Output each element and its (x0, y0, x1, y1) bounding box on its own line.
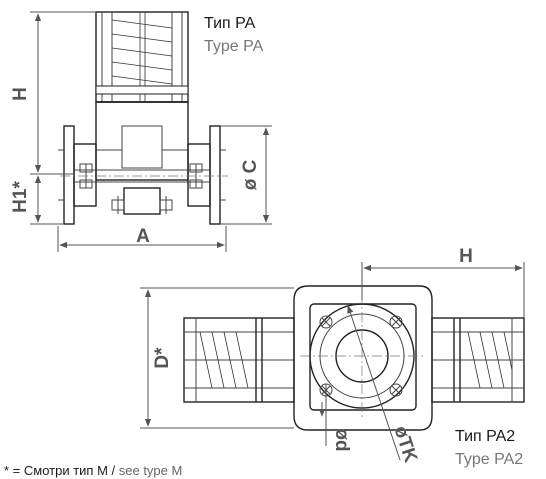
dim-a-label: A (136, 226, 150, 247)
type-pa-front-view (58, 11, 228, 225)
type-pa-label-ru: Тип PA (204, 15, 256, 32)
bolt-holes (319, 315, 403, 397)
footnote-sep: / (108, 463, 119, 478)
footnote-prefix: * = (4, 463, 24, 478)
dim-h1-label: H1* (10, 181, 31, 213)
dim-h-label: H (10, 87, 31, 101)
type-pa2-label-en: Type PA2 (455, 451, 523, 468)
footnote: * = Смотри тип M / see type M (4, 463, 182, 478)
dim-d-label: D* (152, 347, 173, 369)
dim-h2-label: H (459, 246, 473, 267)
dim-small-d-label: ød (331, 428, 352, 451)
type-pa-label-en: Type PA (204, 38, 264, 55)
footnote-ru: Смотри тип M (24, 463, 108, 478)
type-pa2-label-ru: Тип PA2 (455, 428, 515, 445)
type-pa2-top-view (183, 285, 525, 431)
type-pa-dimensions: H H1* A ø C (10, 11, 272, 252)
footnote-en: see type M (119, 463, 183, 478)
dim-c-label: ø C (240, 159, 261, 190)
